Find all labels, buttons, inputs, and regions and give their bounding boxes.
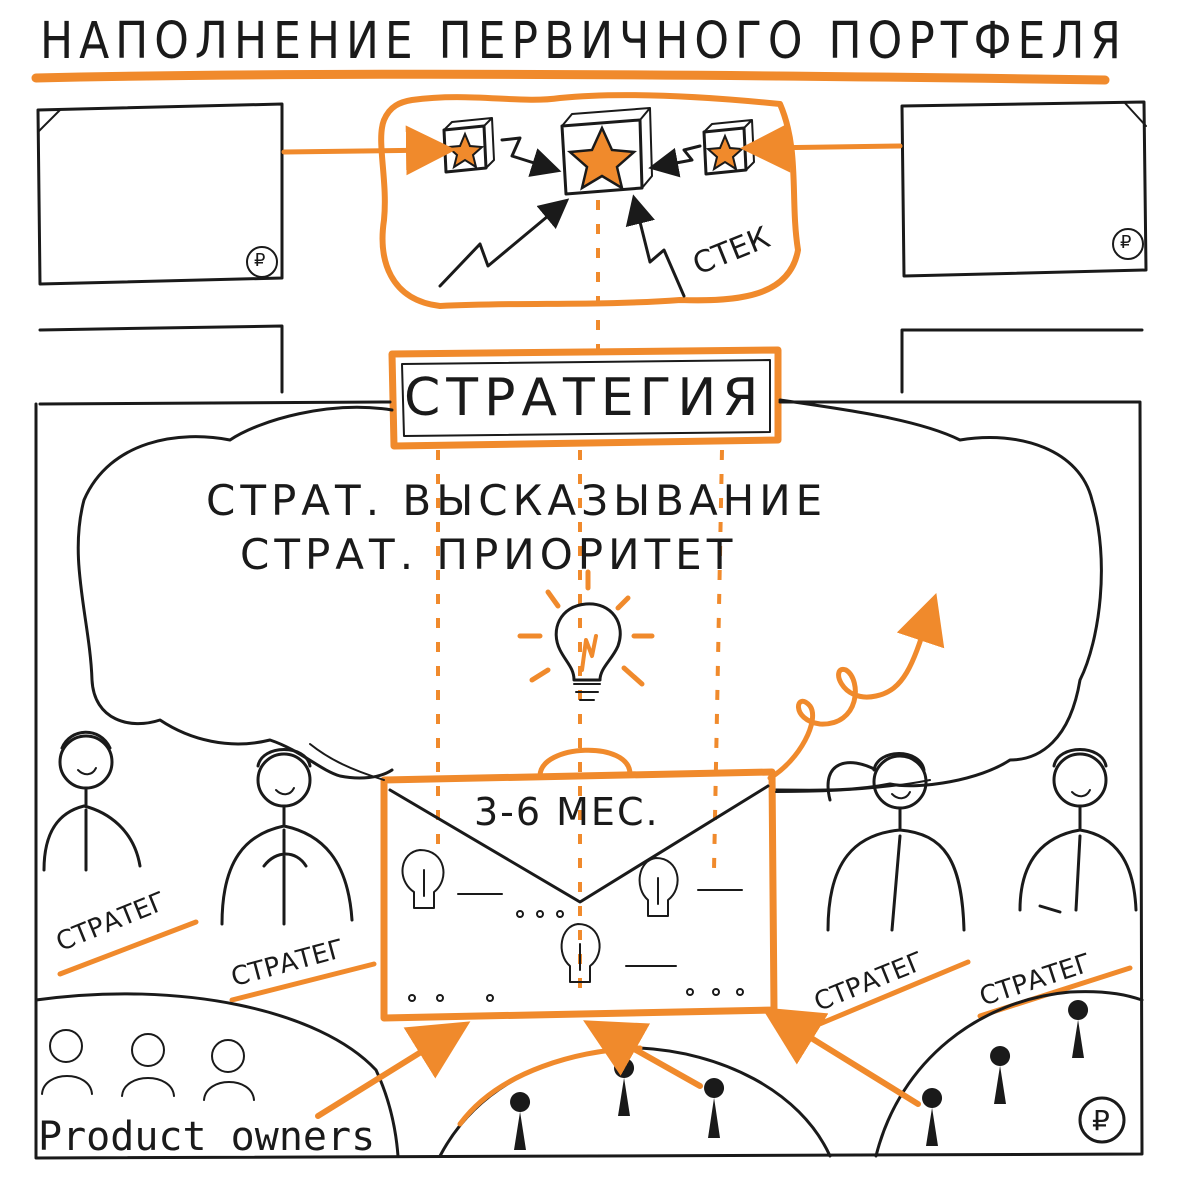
keyhole-icons <box>510 1000 1089 1150</box>
product-owner-3 <box>203 1039 255 1101</box>
arrow-frame-right-to-star <box>740 122 903 173</box>
idea-lightbulb <box>517 569 655 701</box>
bubble-connector-right <box>775 779 931 793</box>
arrow-right-to-briefcase <box>761 1007 921 1107</box>
keyhole-icon <box>1068 1000 1089 1058</box>
spiral-growth-arrow <box>767 593 945 781</box>
keyhole-icon <box>922 1088 943 1146</box>
strategist-underline-1 <box>57 919 199 977</box>
connector-left <box>500 136 562 177</box>
zigzag-arrow-right <box>625 194 686 298</box>
strategist-figure-2 <box>220 748 354 926</box>
title-underline <box>31 69 1110 85</box>
keyhole-icon <box>990 1046 1011 1104</box>
strategist-figure-3 <box>826 752 966 932</box>
connector-right <box>648 144 702 178</box>
thought-bubble <box>76 398 1103 792</box>
mid-right-frame <box>900 328 1144 394</box>
strategist-underline-3 <box>807 959 971 1031</box>
arrow-frame-left-to-star <box>281 125 456 176</box>
star-box-right <box>702 119 755 176</box>
zigzag-arrow-left <box>438 198 570 288</box>
mid-left-frame <box>38 324 284 394</box>
briefcase-duration-label: 3-6 МЕС. <box>474 790 660 834</box>
product-owner-1 <box>41 1029 93 1095</box>
currency-symbol-top-left: ₽ <box>254 250 266 271</box>
bubble-connector-left <box>309 743 385 781</box>
star-box-center <box>560 107 653 196</box>
product-owner-2 <box>121 1033 175 1097</box>
bottom-middle-dome <box>438 1046 832 1158</box>
strategist-figure-4 <box>1018 748 1138 914</box>
currency-symbol-bottom-right: ₽ <box>1092 1104 1110 1137</box>
top-right-frame <box>900 100 1148 278</box>
star-box-left <box>442 117 495 174</box>
stack-cloud <box>378 92 801 309</box>
currency-symbol-top-right: ₽ <box>1120 232 1132 253</box>
strategist-underline-2 <box>229 961 377 1003</box>
arrow-owners-to-briefcase <box>315 1021 471 1119</box>
strategy-label: СТРАТЕГИЯ <box>404 368 765 428</box>
currency-circle-bottom-right <box>1078 1096 1126 1144</box>
top-left-frame <box>36 102 284 286</box>
keyhole-icon <box>614 1058 635 1116</box>
product-owners-area <box>34 992 400 1158</box>
keyhole-icon <box>510 1092 531 1150</box>
strategist-figure-1 <box>42 730 142 872</box>
strategy-box <box>388 346 782 450</box>
strategic-statement-label: СТРАТ. ВЫСКАЗЫВАНИЕ <box>206 476 828 525</box>
bottom-middle-dome-accent <box>457 1045 643 1127</box>
page-title: НАПОЛНЕНИЕ ПЕРВИЧНОГО ПОРТФЕЛЯ <box>40 12 1127 71</box>
keyhole-icon <box>704 1078 725 1138</box>
arrow-middle-to-briefcase <box>583 1020 703 1089</box>
main-frame <box>34 400 1144 1160</box>
product-owners-label: Product owners <box>38 1114 376 1160</box>
strategic-priority-label: СТРАТ. ПРИОРИТЕТ <box>240 530 738 579</box>
